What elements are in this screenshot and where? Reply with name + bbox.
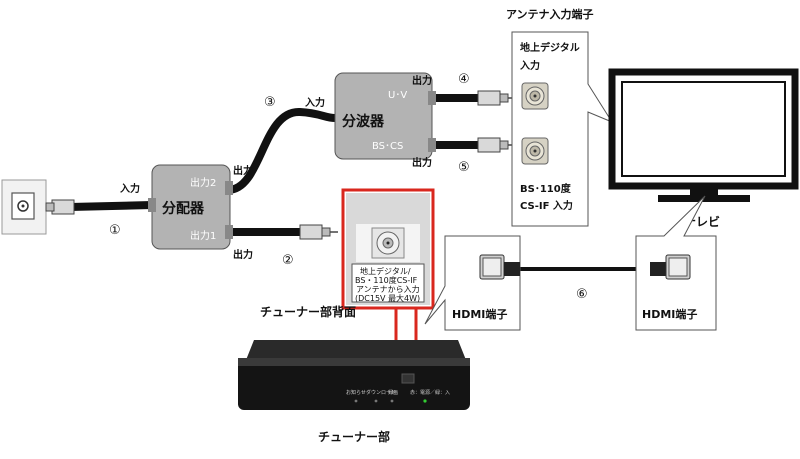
f-plug-2 [299, 224, 338, 240]
separator-uv-label: U･V [388, 90, 407, 101]
separator-device [334, 72, 436, 160]
back-panel-text-2: BS・110度CS-IF [355, 275, 418, 285]
hdmi-right-label: HDMI端子 [642, 307, 697, 321]
bs-input-label-2: CS-IF 入力 [520, 199, 573, 212]
tuner-front-download: ダウンロード [366, 389, 396, 396]
splitter-device [148, 164, 233, 250]
f-plug-5 [477, 137, 514, 153]
f-plugs [45, 90, 514, 240]
splitter-out-bottom-label: 出力 [233, 248, 253, 261]
separator-out-bottom-label: 出力 [412, 156, 432, 169]
step-3: ③ [264, 95, 276, 110]
hdmi-left-label: HDMI端子 [452, 307, 507, 321]
cable-3 [224, 107, 339, 194]
step-4: ④ [458, 72, 470, 87]
bs-input-label: BS･110度 [520, 182, 572, 195]
separator-label: 分波器 [342, 113, 385, 130]
separator-input-label: 入力 [305, 96, 325, 109]
step-1: ① [109, 223, 121, 238]
splitter-input-label: 入力 [120, 182, 140, 195]
tuner-front-power: 赤：電源／緑：入 [410, 389, 450, 396]
tuner-front-notice: お知らせ [346, 389, 366, 396]
splitter-label: 分配器 [162, 201, 205, 217]
separator-bscs-label: BS･CS [372, 141, 403, 152]
back-panel-text-4: (DC15V 最大4W) [355, 293, 420, 303]
cables [66, 94, 652, 271]
separator-out-top-label: 出力 [412, 74, 432, 87]
cable-1 [66, 201, 156, 211]
tuner-label: チューナー部 [318, 429, 390, 444]
antenna-input-terminal-title: アンテナ入力端子 [506, 7, 594, 21]
f-plug-outlet [45, 199, 75, 215]
hdmi-left-plug-icon [479, 254, 520, 280]
back-panel-text-1: 地上デジタル/ [360, 266, 411, 276]
back-panel-text-3: アンテナから入力 [356, 284, 420, 294]
tuner-front-record: 録画 [388, 389, 398, 396]
splitter-out-top-label: 出力 [233, 164, 253, 177]
terrestrial-connector-icon [521, 82, 549, 110]
terrestrial-input-label-2: 入力 [520, 59, 540, 72]
tv-icon [608, 68, 799, 202]
step-2: ② [282, 253, 294, 268]
antenna-terminal-callout [511, 31, 614, 227]
splitter-output1-label: 出力1 [190, 229, 216, 242]
bs-connector-icon [521, 137, 549, 165]
step-5: ⑤ [458, 160, 470, 175]
wall-antenna-outlet [1, 179, 47, 235]
f-plug-4 [477, 90, 514, 106]
tuner-back-label: チューナー部背面 [260, 304, 356, 319]
hdmi-right-plug-icon [650, 254, 691, 280]
back-panel-image [346, 193, 430, 305]
terrestrial-input-label: 地上デジタル [520, 41, 580, 54]
tuner-unit [238, 340, 470, 410]
splitter-output2-label: 出力2 [190, 176, 216, 189]
step-6: ⑥ [576, 287, 588, 302]
